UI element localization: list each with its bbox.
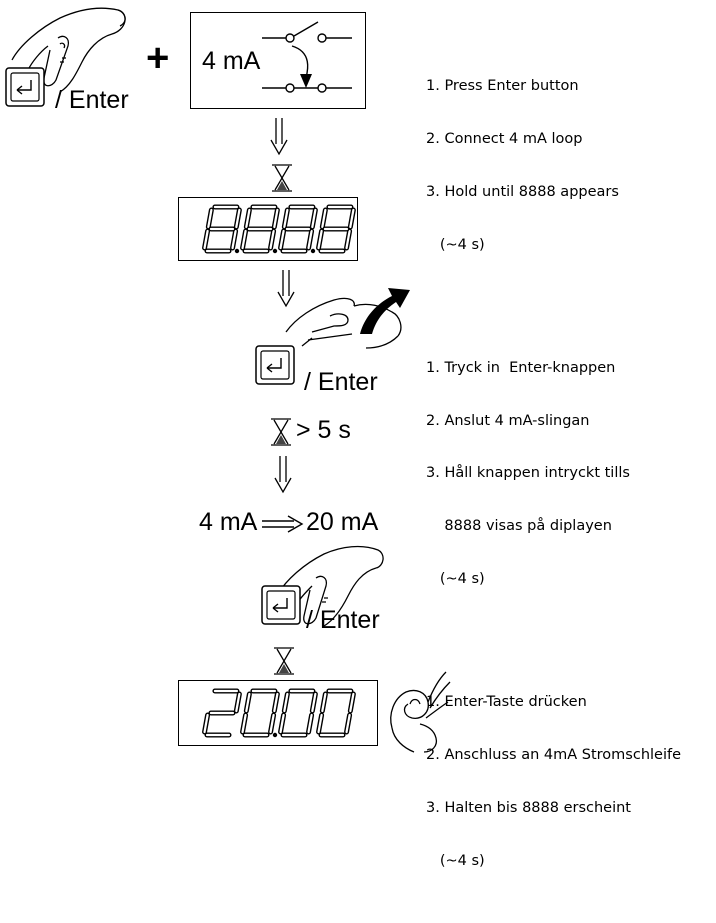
display-segment-inner [283,692,289,713]
display-segment-inner [269,229,275,250]
hourglass-icon [274,647,294,675]
display-segment-inner [273,208,279,229]
instruction-line: 3. Håll knappen intryckt tills [426,465,630,482]
hand-release-icon [285,297,402,349]
display-segment-inner [307,713,313,734]
display-segment-inner [345,229,351,250]
instruction-line: (~4 s) [426,852,485,869]
display-segment-inner [273,692,279,713]
display-decimal-dot [272,732,278,738]
instruction-line: 2. Anschluss an 4mA Stromschleife [426,746,682,763]
enter-key-icon [5,67,45,107]
instruction-line: (~4 s) [426,236,485,253]
instructions-panel: 1. Press Enter button 2. Connect 4 mA lo… [426,8,681,923]
instruction-line: 1. Enter-Taste drücken [426,694,587,711]
hourglass-icon [272,164,292,192]
display-segment-inner [307,229,313,250]
transition-to: 20 mA [306,508,379,536]
wait-label: > 5 s [296,416,351,444]
display-digits-8888 [202,204,356,254]
instructions-english: 1. Press Enter button 2. Connect 4 mA lo… [426,43,681,289]
display-2000 [178,680,378,746]
display-segment-inner [203,229,209,250]
instruction-line: 2. Connect 4 mA loop [426,131,583,148]
display-segment-inner [349,208,355,229]
enter-label: / Enter [304,368,378,396]
instruction-line: 3. Hold until 8888 appears [426,183,619,200]
display-digits-2000 [202,688,356,738]
display-segment-inner [311,208,317,229]
instruction-line: 8888 visas på diplayen [426,518,612,535]
display-segment-inner [283,208,289,229]
display-segment-inner [279,713,285,734]
display-segment-inner [241,713,247,734]
enter-label: / Enter [55,86,129,114]
switch-box [190,12,366,109]
hand-press-icon [11,7,126,93]
plus-sign: + [146,36,170,80]
switch-label: 4 mA [202,47,261,75]
hourglass-icon [271,418,291,446]
display-segment-inner [311,692,317,713]
display-segment-inner [235,692,241,713]
instruction-line: (~4 s) [426,571,485,587]
display-segment-inner [245,692,251,713]
instructions-swedish: 1. Tryck in Enter-knappen 2. Anslut 4 mA… [426,325,681,624]
instructions-german: 1. Enter-Taste drücken 2. Anschluss an 4… [426,659,681,905]
display-segment-inner [241,229,247,250]
display-segment-inner [317,713,323,734]
right-double-arrow-icon [262,515,304,533]
instruction-line: 3. Halten bis 8888 erscheint [426,799,631,816]
display-segment-inner [279,229,285,250]
display-decimal-dot [272,248,278,254]
display-segment-inner [203,713,209,734]
display-segment-inner [235,208,241,229]
enter-key-icon [261,585,301,625]
display-segment-inner [321,692,327,713]
enter-label: / Enter [306,606,380,634]
display-segment-inner [207,208,213,229]
instruction-line: 1. Tryck in Enter-knappen [426,359,616,376]
display-decimal-dot [234,248,240,254]
switch-icon [262,21,352,93]
display-decimal-dot [310,248,316,254]
curved-arrow-icon [360,288,410,334]
display-segment-inner [231,229,237,250]
display-segment-inner [269,713,275,734]
instruction-line: 1. Press Enter button [426,78,579,95]
display-8888 [178,197,358,261]
enter-key-icon [255,345,295,385]
display-segment-inner [345,713,351,734]
transition-from: 4 mA [199,508,258,536]
down-arrow-icon [277,270,295,308]
down-arrow-icon [270,118,288,156]
ok-hand-icon [390,671,451,753]
down-arrow-icon [274,456,292,494]
display-segment-inner [317,229,323,250]
display-segment-inner [245,208,251,229]
display-segment-inner [321,208,327,229]
display-segment-inner [349,692,355,713]
instruction-line: 2. Anslut 4 mA-slingan [426,412,590,429]
